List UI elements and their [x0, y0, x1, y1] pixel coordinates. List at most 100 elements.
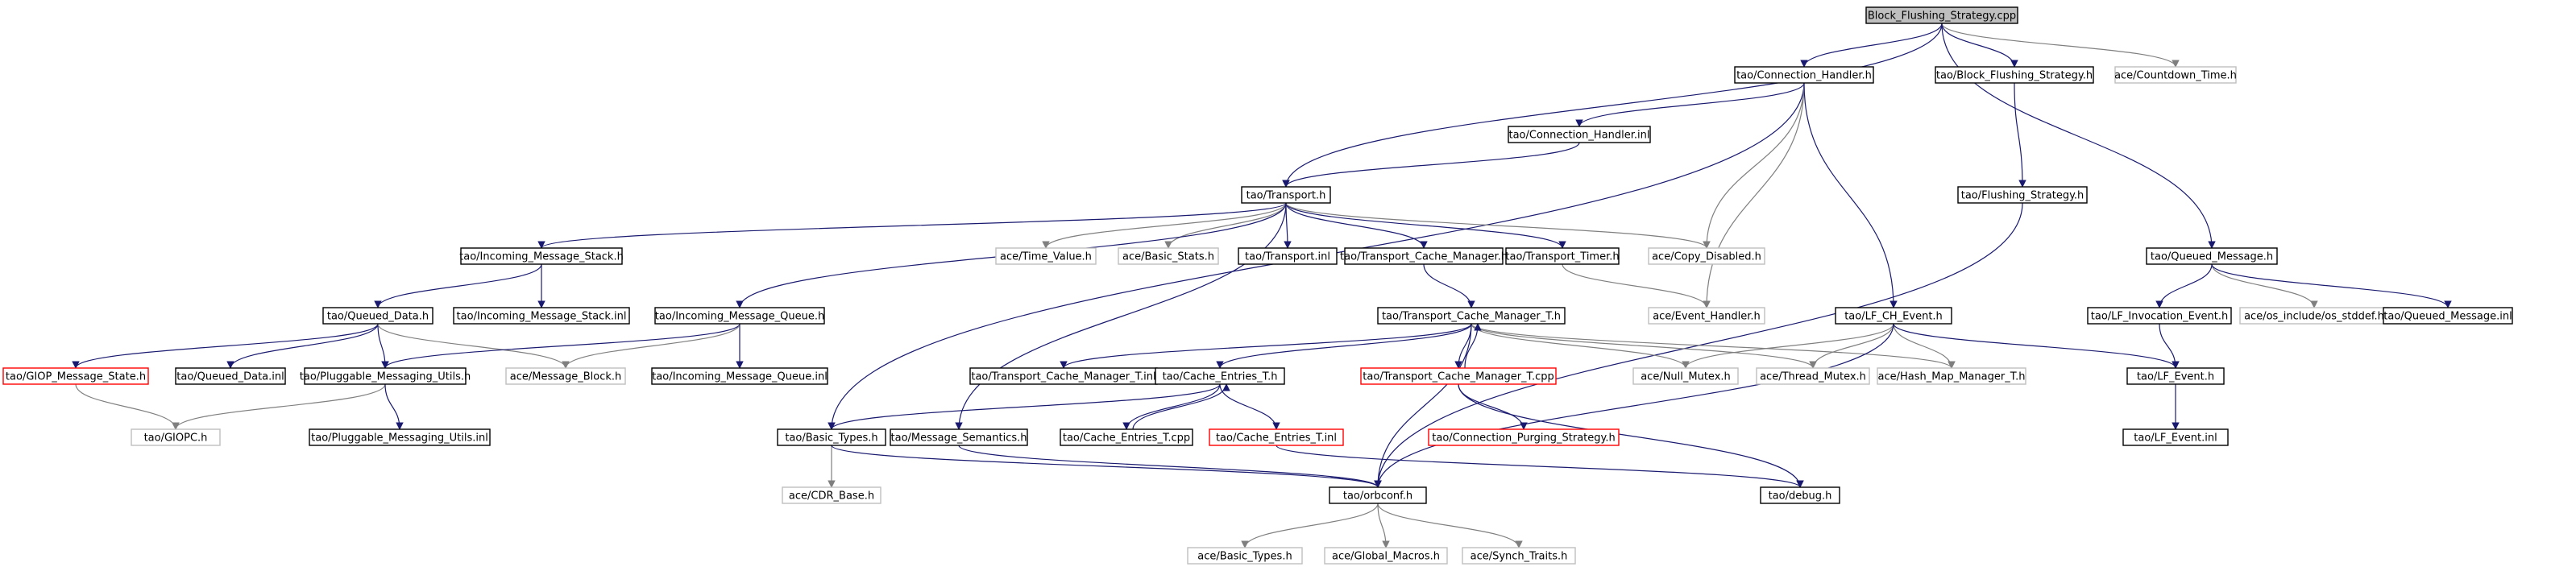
edge-path	[1374, 323, 1894, 488]
node-tcm[interactable]: tao/Transport_Cache_Manager.h	[1340, 247, 1508, 265]
edge-transport-to-transport-inl	[1284, 202, 1292, 249]
node-giopc[interactable]: tao/GIOPC.h	[131, 428, 221, 446]
node-label: tao/Message_Semantics.h	[891, 432, 1027, 445]
node-lf-inv[interactable]: tao/LF_Invocation_Event.h	[2087, 307, 2232, 325]
edge-path	[374, 263, 542, 308]
node-ce-inl[interactable]: tao/Cache_Entries_T.inl	[1209, 428, 1344, 446]
node-countdown[interactable]: ace/Countdown_Time.h	[2114, 66, 2237, 84]
node-label: tao/Connection_Purging_Strategy.h	[1432, 432, 1616, 445]
node-flushing[interactable]: tao/Flushing_Strategy.h	[1957, 186, 2088, 204]
node-label: tao/Transport_Timer.h	[1505, 251, 1619, 263]
node-lf-event[interactable]: tao/LF_Event.h	[2126, 367, 2225, 385]
edge-path	[1042, 202, 1287, 249]
edge-path	[1458, 383, 1804, 488]
edge-conn-handler-to-copy-disabled	[1703, 82, 1805, 249]
node-qd-inl[interactable]: tao/Queued_Data.inl	[175, 367, 286, 385]
node-ce-cpp[interactable]: tao/Cache_Entries_T.cpp	[1060, 428, 1193, 446]
node-copy-disabled[interactable]: ace/Copy_Disabled.h	[1648, 247, 1765, 265]
edge-path	[1276, 445, 1804, 488]
node-box	[1360, 367, 1557, 385]
node-lf-event-inl[interactable]: tao/LF_Event.inl	[2122, 428, 2229, 446]
node-label: tao/Cache_Entries_T.h	[1163, 371, 1278, 383]
node-bfs-h[interactable]: tao/Block_Flushing_Strategy.h	[1935, 66, 2094, 84]
node-event-handler[interactable]: ace/Event_Handler.h	[1648, 307, 1765, 325]
node-pmu[interactable]: tao/Pluggable_Messaging_Utils.h	[300, 367, 471, 385]
edge-tcm-t-cpp-to-tcm-t	[1464, 323, 1482, 369]
node-box	[1329, 486, 1427, 504]
node-ims[interactable]: tao/Incoming_Message_Stack.h	[459, 247, 624, 265]
node-cdr-base[interactable]: ace/CDR_Base.h	[782, 486, 881, 504]
node-conn-handler-inl[interactable]: tao/Connection_Handler.inl	[1508, 126, 1651, 143]
node-tcm-t-inl[interactable]: tao/Transport_Cache_Manager_T.inl	[969, 367, 1158, 385]
node-ims-inl[interactable]: tao/Incoming_Message_Stack.inl	[453, 307, 630, 325]
node-thread-mutex[interactable]: ace/Thread_Mutex.h	[1756, 367, 1870, 385]
node-transport[interactable]: tao/Transport.h	[1241, 186, 1331, 204]
node-time-value[interactable]: ace/Time_Value.h	[995, 247, 1097, 265]
node-box	[1209, 428, 1344, 446]
node-basic-stats[interactable]: ace/Basic_Stats.h	[1118, 247, 1219, 265]
node-queued-data[interactable]: tao/Queued_Data.h	[322, 307, 433, 325]
edge-path	[1122, 383, 1221, 430]
node-label: tao/Queued_Data.inl	[176, 371, 284, 383]
node-null-mutex[interactable]: ace/Null_Mutex.h	[1632, 367, 1739, 385]
edge-path	[958, 445, 1382, 488]
edge-path	[2211, 263, 2452, 308]
node-giop-state[interactable]: tao/GIOP_Message_State.h	[2, 367, 149, 385]
node-label: ace/Thread_Mutex.h	[1760, 371, 1866, 383]
node-stddef[interactable]: ace/os_include/os_stddef.h	[2239, 307, 2389, 325]
edge-orbconf-to-global-macros	[1377, 503, 1390, 548]
node-debug[interactable]: tao/debug.h	[1760, 486, 1840, 504]
node-label: tao/Transport.inl	[1245, 251, 1330, 263]
edge-transport-to-time-value	[1042, 202, 1287, 249]
node-cps[interactable]: tao/Connection_Purging_Strategy.h	[1428, 428, 1620, 446]
edge-path	[831, 445, 1382, 488]
node-cache-entries[interactable]: tao/Cache_Entries_T.h	[1155, 367, 1285, 385]
node-imq-inl[interactable]: tao/Incoming_Message_Queue.inl	[651, 367, 828, 385]
node-box	[2, 367, 149, 385]
node-root[interactable]: Block_Flushing_Strategy.cpp	[1865, 6, 2018, 24]
node-lf-ch[interactable]: tao/LF_CH_Event.h	[1835, 307, 1952, 325]
node-transport-inl[interactable]: tao/Transport.inl	[1238, 247, 1338, 265]
node-synch-traits[interactable]: ace/Synch_Traits.h	[1462, 547, 1576, 565]
node-box	[1428, 428, 1620, 446]
edge-path	[1562, 263, 1711, 308]
node-msg-block[interactable]: ace/Message_Block.h	[505, 367, 626, 385]
node-box	[1344, 247, 1504, 265]
edge-bfs-h-to-flushing	[2014, 82, 2026, 188]
node-box	[2114, 66, 2237, 84]
node-label: tao/Basic_Types.h	[785, 432, 877, 445]
node-box	[1935, 66, 2094, 84]
node-hash-map[interactable]: ace/Hash_Map_Manager_T.h	[1877, 367, 2026, 385]
node-global-macros[interactable]: ace/Global_Macros.h	[1324, 547, 1448, 565]
node-tcm-t-cpp[interactable]: tao/Transport_Cache_Manager_T.cpp	[1360, 367, 1557, 385]
edge-path	[226, 323, 379, 369]
edge-ce-inl-to-debug	[1276, 445, 1804, 488]
node-label: ace/Synch_Traits.h	[1471, 551, 1568, 563]
edge-cache-entries-to-basic-types	[828, 383, 1221, 430]
node-basic-types[interactable]: tao/Basic_Types.h	[777, 428, 886, 446]
node-box	[1734, 66, 1874, 84]
node-imq[interactable]: tao/Incoming_Message_Queue.h	[654, 307, 825, 325]
edge-conn-handler-to-lf-ch	[1803, 82, 1898, 308]
node-orbconf[interactable]: tao/orbconf.h	[1329, 486, 1427, 504]
node-box	[1957, 186, 2088, 204]
node-timer[interactable]: tao/Transport_Timer.h	[1505, 247, 1620, 265]
edge-path	[1703, 82, 1805, 249]
node-pmu-inl[interactable]: tao/Pluggable_Messaging_Utils.inl	[309, 428, 491, 446]
node-ace-basic-types[interactable]: ace/Basic_Types.h	[1187, 547, 1303, 565]
edge-path	[1377, 503, 1523, 548]
node-label: tao/Queued_Message.h	[2151, 251, 2273, 263]
node-qm-inl[interactable]: tao/Queued_Message.inl	[2383, 307, 2513, 325]
node-label: ace/Null_Mutex.h	[1641, 371, 1731, 383]
node-label: tao/Pluggable_Messaging_Utils.inl	[311, 432, 488, 445]
edge-transport-to-timer	[1285, 202, 1566, 249]
edge-cache-entries-to-ce-inl	[1219, 383, 1280, 430]
node-msg-sem[interactable]: tao/Message_Semantics.h	[890, 428, 1028, 446]
edge-path	[1682, 323, 1894, 369]
node-queued-message[interactable]: tao/Queued_Message.h	[2146, 247, 2278, 265]
node-conn-handler[interactable]: tao/Connection_Handler.h	[1734, 66, 1874, 84]
node-box	[1060, 428, 1193, 446]
edge-path	[1423, 263, 1475, 308]
node-box	[654, 307, 825, 325]
node-tcm-t[interactable]: tao/Transport_Cache_Manager_T.h	[1377, 307, 1566, 325]
